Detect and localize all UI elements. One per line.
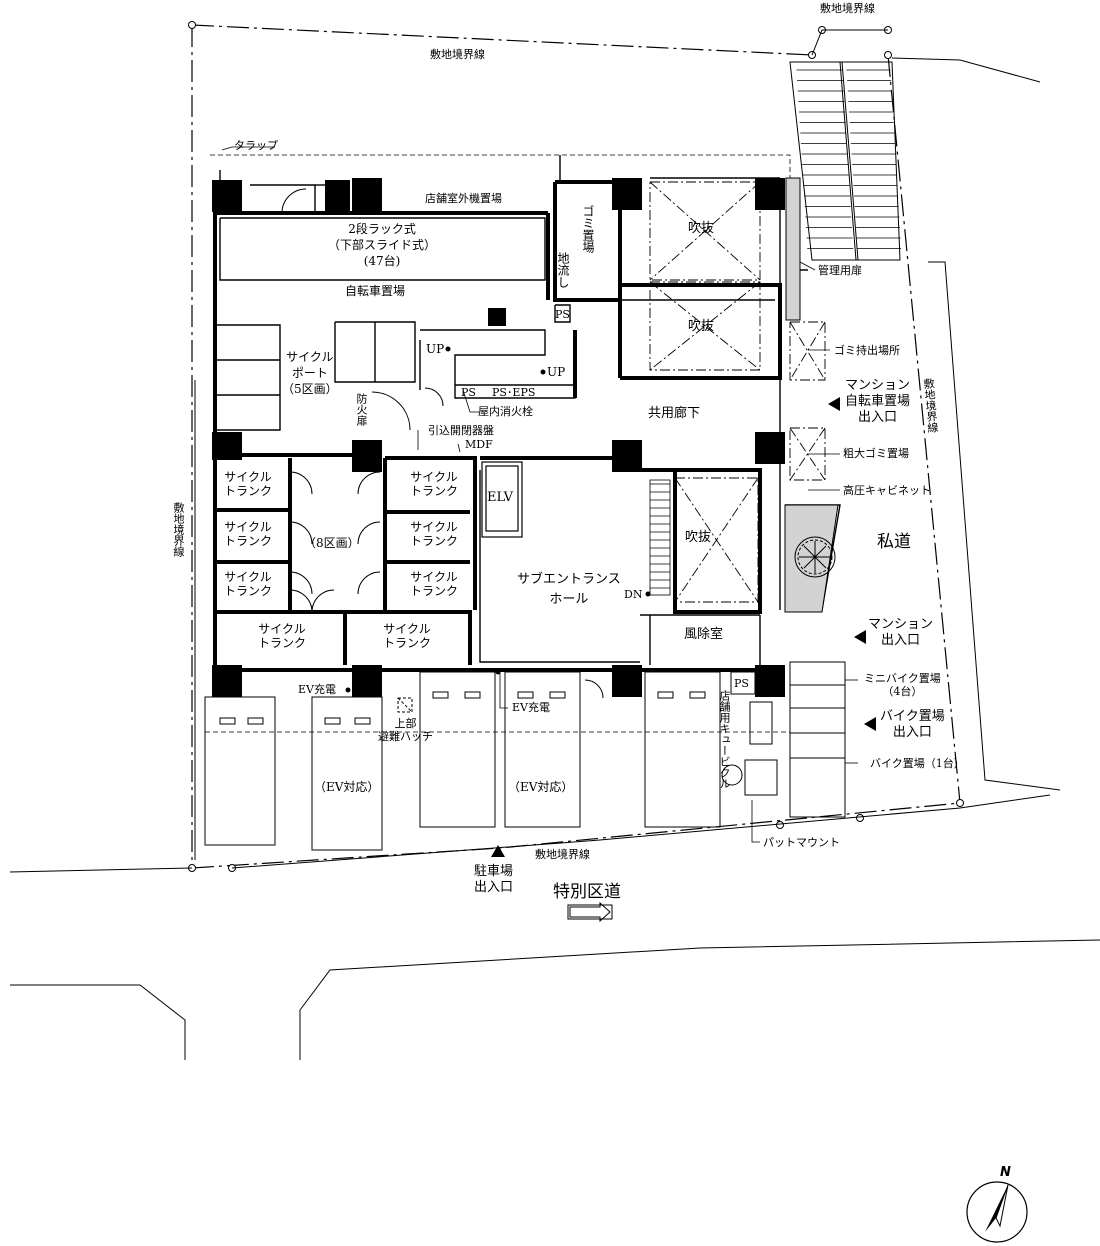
- cycle-trunk-label: サイクル トランク: [224, 470, 273, 498]
- mdf-label: MDF: [465, 438, 493, 451]
- markers: [345, 346, 651, 693]
- dn-label: DN: [624, 588, 643, 601]
- exterior-stair: [789, 61, 901, 261]
- ps-label-2: PS: [461, 386, 476, 399]
- ev-charge-label-1: EV充電: [298, 683, 336, 696]
- stair-treads: [796, 69, 902, 249]
- columns: [212, 178, 785, 697]
- mansion-bike-entrance-label: マンション 自転車置場 出入口: [845, 378, 911, 425]
- trap-label: タラップ: [234, 139, 278, 152]
- leader-lines: [221, 146, 858, 843]
- context-lines: [9, 57, 1100, 1060]
- cycle-trunk-label: サイクル トランク: [258, 622, 307, 650]
- interior-stair: [649, 479, 671, 596]
- ps-eps-label: PS･EPS: [492, 386, 536, 399]
- hatch-label: 上部 避難ハッチ: [378, 717, 433, 743]
- building-outline: [210, 154, 791, 180]
- management-door-label: 管理用扉: [818, 264, 862, 277]
- ps-label-1: PS: [555, 308, 570, 321]
- road-direction-arrow: [567, 901, 613, 923]
- atrium-lines: [649, 181, 826, 603]
- parking-spaces: [204, 661, 846, 851]
- ps-label-3: PS: [734, 677, 749, 690]
- cycle-trunk-label: サイクル トランク: [410, 470, 459, 498]
- atrium-label-3: 吹抜: [685, 530, 712, 545]
- boundary-bottom-label: 敷地境界線: [535, 848, 590, 861]
- eight-units-label: （8区画）: [304, 536, 360, 550]
- vestibule-label: 風除室: [684, 627, 724, 642]
- special-ward-road-label: 特別区道: [553, 882, 621, 902]
- garbage-pickup-label: ゴミ持出場所: [834, 344, 900, 357]
- garbage-label: ゴミ置場: [581, 205, 595, 253]
- bulky-garbage-label: 粗大ゴミ置場: [843, 447, 909, 460]
- cycle-trunk-label: サイクル トランク: [410, 520, 459, 548]
- wheel-stops: [219, 691, 706, 725]
- cycle-trunk-label: サイクル トランク: [383, 622, 432, 650]
- elv-label: ELV: [487, 490, 513, 505]
- north-arrow-icon: [966, 1181, 1028, 1243]
- cycle-trunk-label: サイクル トランク: [410, 570, 459, 598]
- floor-drain-label: 地流し: [556, 252, 570, 288]
- entrance-arrows: [491, 397, 876, 857]
- ev-ready-label-2: （EV対応）: [508, 780, 574, 794]
- ev-ready-label-1: （EV対応）: [314, 780, 380, 794]
- up-label-2: UP: [547, 365, 566, 379]
- outdoor-unit-label: 店舗室外機置場: [425, 192, 502, 205]
- mansion-entrance-label: マンション 出入口: [868, 617, 934, 648]
- parking-entrance-label: 駐車場 出入口: [474, 864, 514, 895]
- common-corridor-label: 共用廊下: [648, 406, 701, 421]
- cycle-port-label: サイクル ポート （5区画）: [282, 350, 338, 396]
- pad-mount-label: パットマウント: [763, 836, 840, 849]
- hydrant-label: 屋内消火栓: [478, 405, 533, 418]
- cycle-trunk-label: サイクル トランク: [224, 570, 273, 598]
- fire-door-label: 防火扉: [355, 393, 368, 426]
- atrium-label-2: 吹抜: [688, 319, 715, 334]
- tree-icon: [794, 536, 836, 578]
- bike-one-label: バイク置場（1台）: [870, 757, 965, 770]
- hv-cabinet-label: 高圧キャビネット: [843, 484, 931, 497]
- rack-label: 2段ラック式 （下部スライド式） (47台): [328, 222, 437, 268]
- ev-charge-label-2: EV充電: [512, 701, 550, 714]
- walls: [213, 180, 782, 672]
- bike-entrance-label: バイク置場 出入口: [880, 709, 945, 740]
- incoming-panel-label: 引込開閉器盤: [428, 424, 494, 437]
- cycle-trunk-label: サイクル トランク: [224, 520, 273, 548]
- boundary-notch: [811, 29, 888, 56]
- doors: [281, 188, 604, 699]
- shop-cubicle-label: 店舗用キュービクル: [718, 690, 731, 789]
- bicycle-parking-label: 自転車置場: [345, 284, 406, 298]
- hatch-area: [784, 504, 839, 613]
- boundary-top-label: 敷地境界線: [430, 48, 485, 61]
- mini-bike-label: ミニバイク置場 （4台）: [864, 672, 941, 698]
- private-road-label: 私道: [877, 532, 911, 552]
- atrium-label-1: 吹抜: [688, 221, 715, 236]
- boundary-top-right-label: 敷地境界線: [820, 2, 875, 15]
- hatch-area-top: [785, 177, 801, 321]
- sub-entrance-label: サブエントランス ホール: [517, 572, 621, 607]
- up-label-1: UP: [426, 342, 445, 356]
- north-label: N: [1000, 1165, 1011, 1180]
- elevator: [481, 461, 523, 538]
- boundary-left-label: 敷地境界線: [172, 502, 185, 557]
